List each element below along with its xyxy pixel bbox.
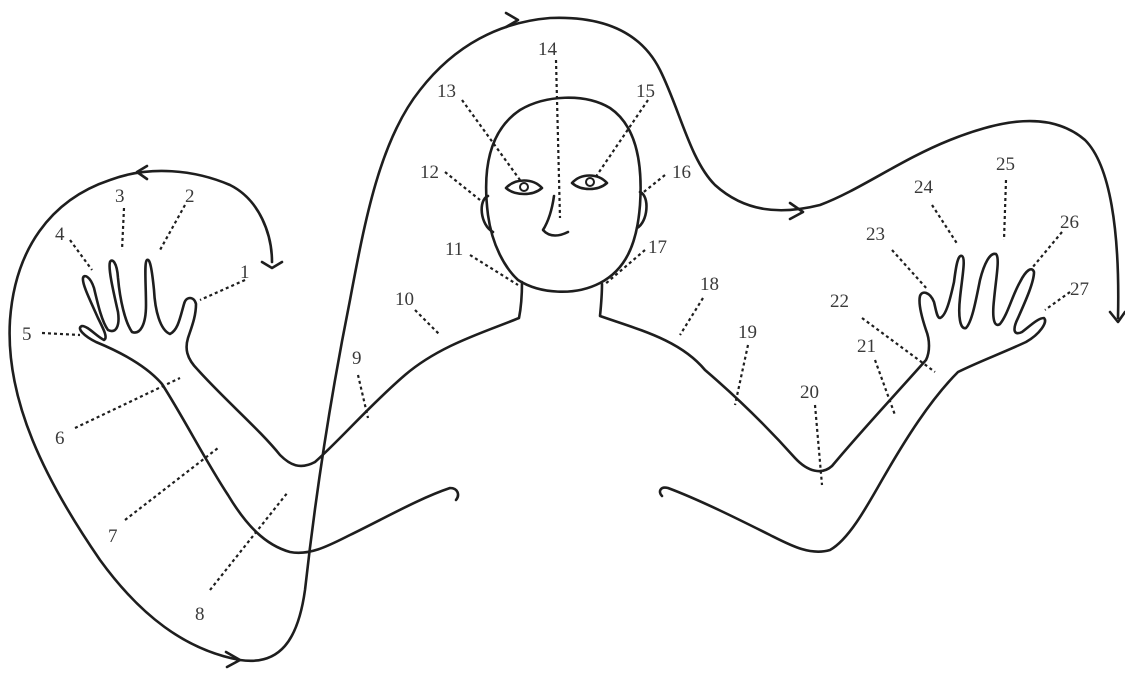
- leader-18: [680, 298, 703, 335]
- leader-3: [122, 208, 124, 250]
- leader-13: [462, 100, 520, 180]
- right-side-outline: [600, 254, 1045, 552]
- point-label-23: 23: [866, 224, 885, 245]
- left-side-outline: [80, 260, 522, 553]
- point-label-17: 17: [648, 237, 667, 258]
- leader-23: [892, 250, 928, 290]
- point-label-7: 7: [108, 526, 118, 547]
- point-label-6: 6: [55, 428, 65, 449]
- point-label-2: 2: [185, 186, 195, 207]
- leader-19: [735, 345, 748, 405]
- body-outline: [80, 98, 1045, 553]
- nose: [543, 196, 568, 236]
- leader-1: [200, 280, 245, 300]
- point-label-3: 3: [115, 186, 125, 207]
- point-label-21: 21: [857, 336, 876, 357]
- leader-6: [75, 378, 180, 428]
- point-label-5: 5: [22, 324, 32, 345]
- leader-10: [415, 310, 440, 335]
- point-label-14: 14: [538, 39, 558, 60]
- leader-26: [1032, 232, 1062, 268]
- point-label-1: 1: [240, 262, 250, 283]
- point-label-13: 13: [437, 81, 456, 102]
- point-label-9: 9: [352, 348, 362, 369]
- leader-27: [1045, 292, 1070, 310]
- leader-25: [1004, 180, 1006, 240]
- point-label-16: 16: [672, 162, 691, 183]
- point-label-19: 19: [738, 322, 757, 343]
- leader-11: [470, 255, 518, 285]
- leader-16: [640, 175, 665, 195]
- point-label-10: 10: [395, 289, 414, 310]
- leader-17: [604, 250, 645, 285]
- point-label-25: 25: [996, 154, 1015, 175]
- left-pupil: [520, 183, 528, 191]
- point-labels: 1 2 3 4 5 6 7 8 9 10 11 12 13 14 15 16 1: [22, 39, 1089, 625]
- leader-20: [815, 405, 822, 485]
- tracing-line: [10, 18, 1119, 661]
- leader-8: [210, 492, 288, 590]
- tracing-path: [10, 13, 1125, 667]
- leader-14: [556, 60, 560, 218]
- leader-7: [125, 448, 218, 520]
- point-label-4: 4: [55, 224, 65, 245]
- point-label-27: 27: [1070, 279, 1089, 300]
- point-label-20: 20: [800, 382, 819, 403]
- leader-12: [445, 172, 480, 200]
- head-outline: [486, 98, 640, 292]
- point-label-15: 15: [636, 81, 655, 102]
- right-pupil: [586, 178, 594, 186]
- leader-9: [358, 375, 368, 418]
- leader-24: [932, 205, 958, 245]
- leader-2: [160, 205, 185, 250]
- point-label-26: 26: [1060, 212, 1079, 233]
- point-label-18: 18: [700, 274, 719, 295]
- point-label-12: 12: [420, 162, 439, 183]
- point-label-11: 11: [445, 239, 463, 260]
- point-label-24: 24: [914, 177, 934, 198]
- point-label-22: 22: [830, 291, 849, 312]
- leader-5: [42, 333, 80, 335]
- point-label-8: 8: [195, 604, 205, 625]
- leader-4: [70, 240, 92, 270]
